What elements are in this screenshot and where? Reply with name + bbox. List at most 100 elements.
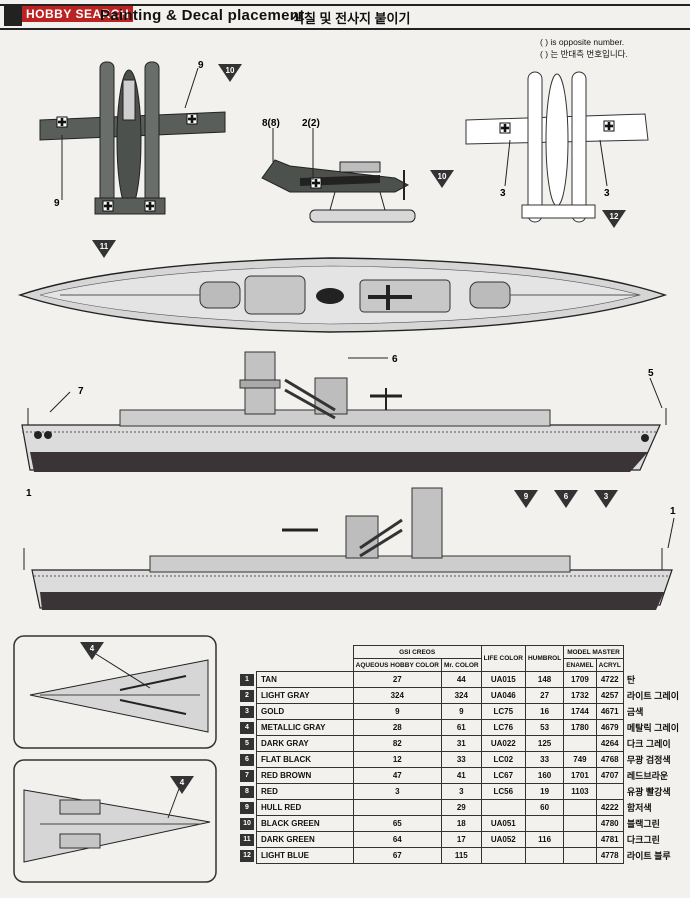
paint-number-cell: 2 bbox=[238, 688, 257, 704]
cell-acryl: 4679 bbox=[595, 719, 624, 736]
cell-hum bbox=[524, 847, 565, 864]
cell-acryl: 4722 bbox=[595, 671, 624, 688]
svg-text:10: 10 bbox=[226, 66, 235, 75]
cell-mr: 17 bbox=[440, 831, 482, 848]
paint-marker-9: 9 bbox=[514, 490, 538, 508]
bow-detail-bottom bbox=[13, 759, 217, 883]
svg-text:4: 4 bbox=[180, 778, 185, 787]
table-header-row-1: GSI CREOS LIFE COLOR HUMBROL MODEL MASTE… bbox=[238, 645, 681, 672]
callout-1: 1 bbox=[26, 488, 32, 499]
cell-hum: 60 bbox=[524, 799, 565, 816]
paint-number-badge: 1 bbox=[240, 673, 254, 686]
cell-ko: 라이트 블루 bbox=[626, 851, 671, 861]
cell-mr: 18 bbox=[440, 815, 482, 832]
cell-enamel: 1744 bbox=[563, 703, 597, 720]
callout-8: 8(8) bbox=[262, 118, 280, 129]
paint-number-cell: 8 bbox=[238, 784, 257, 800]
cell-enamel bbox=[563, 815, 597, 832]
cell-name: GOLD bbox=[256, 703, 354, 720]
cell-mr: 41 bbox=[440, 767, 482, 784]
paint-color-table: GSI CREOS LIFE COLOR HUMBROL MODEL MASTE… bbox=[238, 645, 681, 864]
cell-life bbox=[480, 847, 526, 864]
header-acryl: ACRYL bbox=[595, 658, 624, 672]
cell-aq: 28 bbox=[352, 719, 442, 736]
cell-aq: 64 bbox=[352, 831, 442, 848]
cell-hum: 148 bbox=[524, 671, 565, 688]
cell-ko: 무광 검정색 bbox=[626, 755, 671, 765]
paint-marker-6: 6 bbox=[554, 490, 578, 508]
svg-text:11: 11 bbox=[100, 242, 109, 251]
ship-side-view-1 bbox=[21, 351, 667, 472]
bow-detail-top bbox=[13, 635, 217, 749]
header-life-color: LIFE COLOR bbox=[480, 645, 526, 672]
paint-number-cell: 5 bbox=[238, 736, 257, 752]
paint-number-badge: 4 bbox=[240, 721, 254, 734]
cell-life: LC76 bbox=[480, 719, 526, 736]
cell-aq: 47 bbox=[352, 767, 442, 784]
cell-enamel: 1732 bbox=[563, 687, 597, 704]
cell-hum: 53 bbox=[524, 719, 565, 736]
cell-name: BLACK GREEN bbox=[256, 815, 354, 832]
paint-number-badge: 12 bbox=[240, 849, 254, 862]
cell-name: RED bbox=[256, 783, 354, 800]
paint-number-cell: 12 bbox=[238, 848, 257, 864]
cell-enamel: 1103 bbox=[563, 783, 597, 800]
paint-number-badge: 5 bbox=[240, 737, 254, 750]
cell-mr: 33 bbox=[440, 751, 482, 768]
paint-marker-4a: 4 bbox=[80, 642, 104, 660]
opposite-number-note: ( ) is opposite number. ( ) 는 반대측 번호입니다. bbox=[540, 36, 628, 60]
callout-6: 6 bbox=[392, 354, 398, 365]
callout-3-right: 3 bbox=[604, 188, 610, 199]
header-aqueous: AQUEOUS HOBBY COLOR bbox=[352, 658, 442, 672]
cell-name: LIGHT BLUE bbox=[256, 847, 354, 864]
ship-top-view bbox=[17, 257, 668, 333]
cell-ko: 탄 bbox=[626, 675, 636, 685]
cell-hum: 116 bbox=[524, 831, 565, 848]
svg-text:6: 6 bbox=[564, 492, 569, 501]
cell-life: LC75 bbox=[480, 703, 526, 720]
cell-ko: 라이트 그레이 bbox=[626, 691, 679, 701]
paint-number-badge: 10 bbox=[240, 817, 254, 830]
callout-9-top: 9 bbox=[198, 60, 204, 71]
cell-hum: 160 bbox=[524, 767, 565, 784]
callout-9-left: 9 bbox=[54, 198, 60, 209]
paint-marker-10a: 10 bbox=[218, 64, 242, 82]
cell-hum: 125 bbox=[524, 735, 565, 752]
cell-enamel bbox=[563, 799, 597, 816]
cell-life: UA051 bbox=[480, 815, 526, 832]
paint-number-badge: 9 bbox=[240, 801, 254, 814]
cell-name: FLAT BLACK bbox=[256, 751, 354, 768]
cell-acryl: 4671 bbox=[595, 703, 624, 720]
cell-life: LC67 bbox=[480, 767, 526, 784]
cell-mr: 324 bbox=[440, 687, 482, 704]
cell-enamel bbox=[563, 831, 597, 848]
cell-aq: 67 bbox=[352, 847, 442, 864]
cell-hum: 33 bbox=[524, 751, 565, 768]
cell-name: LIGHT GRAY bbox=[256, 687, 354, 704]
cell-enamel bbox=[563, 735, 597, 752]
cell-ko: 다크그린 bbox=[626, 835, 660, 845]
cell-acryl: 4707 bbox=[595, 767, 624, 784]
paint-number-badge: 7 bbox=[240, 769, 254, 782]
cell-ko: 금색 bbox=[626, 707, 644, 717]
cell-ko: 유광 빨강색 bbox=[626, 787, 671, 797]
cell-ko: 메탈릭 그레이 bbox=[626, 723, 679, 733]
cell-hum bbox=[524, 815, 565, 832]
cell-life bbox=[480, 799, 526, 816]
paint-number-cell: 3 bbox=[238, 704, 257, 720]
cell-hum: 19 bbox=[524, 783, 565, 800]
header-model-master: MODEL MASTER bbox=[563, 645, 624, 659]
cell-name: DARK GREEN bbox=[256, 831, 354, 848]
cell-name: RED BROWN bbox=[256, 767, 354, 784]
paint-marker-10b: 10 bbox=[430, 170, 454, 188]
cell-enamel: 1780 bbox=[563, 719, 597, 736]
paint-marker-4b: 4 bbox=[170, 776, 194, 794]
paint-number-badge: 11 bbox=[240, 833, 254, 846]
cell-mr: 115 bbox=[440, 847, 482, 864]
svg-text:3: 3 bbox=[604, 492, 609, 501]
